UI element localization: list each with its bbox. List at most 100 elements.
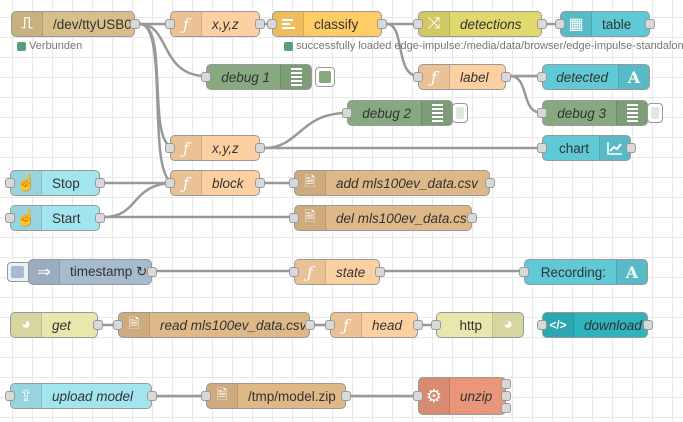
function-node-head[interactable]: ƒ head (325, 312, 423, 338)
file-node-read[interactable]: 🗎 read mls100ev_data.csv (113, 312, 315, 338)
file-icon: 🗎 (295, 206, 326, 230)
template-node-download[interactable]: </> download (537, 312, 653, 338)
code-icon: </> (543, 313, 574, 337)
input-port[interactable] (537, 108, 547, 118)
file-node-model-zip[interactable]: 🗎 /tmp/model.zip (201, 383, 351, 409)
button-node-stop[interactable]: ☝ Stop (5, 170, 105, 196)
debug-node-3[interactable]: debug 3 (537, 100, 663, 126)
wire (509, 74, 543, 115)
chart-node[interactable]: chart (537, 135, 636, 161)
upload-node[interactable]: ⇪ upload model (5, 383, 157, 409)
serial-in-node[interactable]: ⎍ /dev/ttyUSB0 (11, 11, 140, 37)
output-port[interactable] (643, 320, 653, 330)
output-port[interactable] (255, 19, 265, 29)
input-port[interactable] (113, 320, 123, 330)
text-icon: A (618, 65, 649, 89)
input-port[interactable] (289, 178, 299, 188)
output-port[interactable] (645, 19, 655, 29)
text-node-detected[interactable]: detected A (537, 64, 650, 90)
input-port[interactable] (537, 320, 547, 330)
input-port[interactable] (537, 143, 547, 153)
function-glyph: ƒ (343, 315, 349, 335)
input-port[interactable] (5, 213, 15, 223)
input-port[interactable] (201, 72, 211, 82)
input-port[interactable] (165, 19, 175, 29)
output-port[interactable] (501, 72, 511, 82)
output-port[interactable] (626, 143, 636, 153)
output-port[interactable] (255, 143, 265, 153)
input-port[interactable] (537, 72, 547, 82)
function-node-block[interactable]: ƒ block (165, 170, 265, 196)
file-node-del[interactable]: 🗎 del mls100ev_data.csv (289, 205, 477, 231)
function-icon: ƒ (171, 12, 202, 36)
switch-node-detections[interactable]: ⤨ detections (413, 11, 547, 37)
output-port[interactable] (93, 320, 103, 330)
input-port[interactable] (201, 391, 211, 401)
input-port[interactable] (519, 267, 529, 277)
gear-glyph: ⚙ (425, 385, 443, 406)
file-node-add[interactable]: 🗎 add mls100ev_data.csv (289, 170, 495, 196)
function-node-xyz-2[interactable]: ƒ x,y,z (165, 135, 265, 161)
input-port[interactable] (555, 19, 565, 29)
node-status: Verbunden (17, 40, 82, 52)
input-port[interactable] (5, 391, 15, 401)
function-node-state[interactable]: ƒ state (289, 259, 385, 285)
function-icon: ƒ (331, 313, 362, 337)
output-port[interactable] (377, 19, 387, 29)
input-port[interactable] (325, 320, 335, 330)
button-node-start[interactable]: ☝ Start (5, 205, 105, 231)
output-port[interactable] (413, 320, 423, 330)
inject-node-timestamp[interactable]: ⇒ timestamp ↻ (7, 259, 157, 285)
output-port[interactable] (375, 267, 385, 277)
inject-trigger-button[interactable] (7, 262, 29, 282)
toggle-indicator (651, 107, 659, 119)
classify-node[interactable]: classify (267, 11, 387, 37)
output-port-stdout[interactable] (501, 379, 511, 389)
output-port[interactable] (537, 19, 547, 29)
output-port[interactable] (467, 213, 477, 223)
http-response-node[interactable]: http ◕ (431, 312, 524, 338)
node-label: detected (556, 69, 608, 85)
output-port[interactable] (95, 178, 105, 188)
input-port[interactable] (431, 320, 441, 330)
output-port[interactable] (147, 391, 157, 401)
node-label: /dev/ttyUSB0 (53, 16, 132, 32)
debug-toggle-button[interactable] (452, 103, 468, 123)
output-port-rc[interactable] (501, 403, 511, 413)
http-in-node-get[interactable]: ◕ get (10, 312, 103, 338)
node-label: classify (314, 16, 359, 32)
function-node-label[interactable]: ƒ label (413, 64, 511, 90)
input-port[interactable] (413, 72, 423, 82)
input-port[interactable] (267, 19, 277, 29)
input-port[interactable] (413, 19, 423, 29)
text-glyph: A (625, 262, 639, 282)
input-port[interactable] (413, 391, 423, 401)
debug-toggle-button[interactable] (647, 103, 663, 123)
hand-glyph: ☝ (16, 210, 36, 227)
input-port[interactable] (289, 267, 299, 277)
input-port[interactable] (5, 178, 15, 188)
debug-node-2[interactable]: debug 2 (342, 100, 468, 126)
exec-node-unzip[interactable]: ⚙ unzip (413, 377, 511, 415)
node-label: del mls100ev_data.csv (336, 210, 471, 226)
input-port[interactable] (342, 108, 352, 118)
output-port[interactable] (485, 178, 495, 188)
text-node-recording[interactable]: Recording: A (519, 259, 648, 285)
debug-node-1[interactable]: debug 1 (201, 64, 335, 90)
input-port[interactable] (165, 143, 175, 153)
output-port[interactable] (147, 267, 157, 277)
output-port[interactable] (130, 19, 140, 29)
output-port[interactable] (95, 213, 105, 223)
node-label: Recording: (540, 264, 606, 280)
output-port[interactable] (255, 178, 265, 188)
node-status: successfully loaded edge-impulse:/media/… (284, 40, 683, 52)
table-icon: ▦ (561, 12, 592, 36)
output-port[interactable] (341, 391, 351, 401)
input-port[interactable] (289, 213, 299, 223)
debug-toggle-button[interactable] (315, 67, 335, 87)
output-port[interactable] (305, 320, 315, 330)
function-node-xyz[interactable]: ƒ x,y,z (165, 11, 265, 37)
input-port[interactable] (165, 178, 175, 188)
table-node[interactable]: ▦ table (555, 11, 655, 37)
output-port-stderr[interactable] (501, 391, 511, 401)
